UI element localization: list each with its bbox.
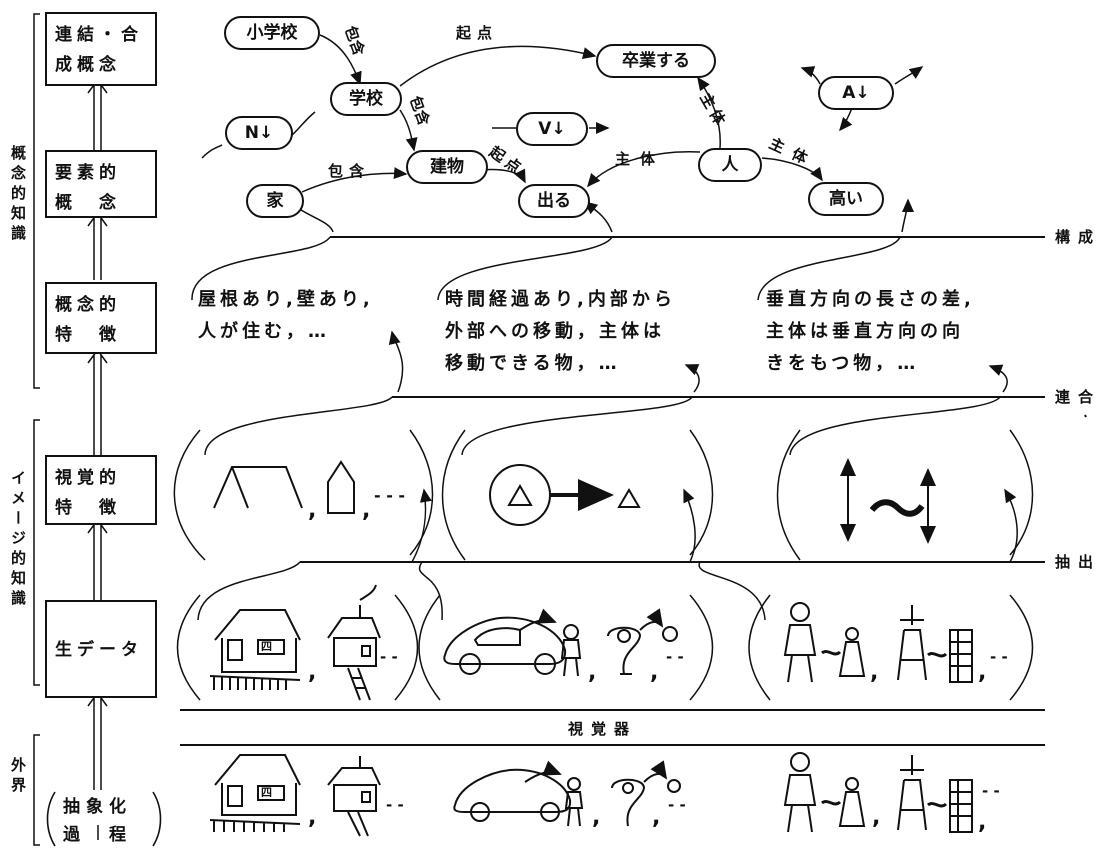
external-comma-5: , xyxy=(978,810,986,835)
sensor-label: 視覚器 xyxy=(568,718,637,739)
axis-external-world: 外界 xyxy=(8,757,29,797)
level-abstraction: 抽象化 過 程 xyxy=(45,790,163,848)
external-trail-2: - - xyxy=(668,796,686,814)
feature-tall-line3: きをもつ物，… xyxy=(766,348,975,380)
feature-exit-line1: 時間経過あり,内部から xyxy=(445,284,676,316)
level-visual-feature: 視覚的 特 徴 xyxy=(45,455,157,525)
level-combined-concept-line2: 成概念 xyxy=(55,50,147,80)
raw-trail-2: - - xyxy=(666,648,684,666)
level-elementary-concept-line1: 要素的 xyxy=(55,158,147,188)
raw-comma-3: , xyxy=(650,660,658,685)
raw-trail-1: - - xyxy=(380,648,398,666)
raw-comma-4: , xyxy=(870,660,878,685)
level-combined-concept-line1: 連結・合 xyxy=(55,20,147,50)
raw-comma-1: , xyxy=(308,660,316,685)
node-elementary-school: 小学校 xyxy=(224,16,320,50)
feature-tall: 垂直方向の長さの差, 主体は垂直方向の向 きをもつ物，… xyxy=(766,284,975,380)
axis-conceptual-knowledge: 概念的知識 xyxy=(8,145,29,245)
visual-dashes: - - - xyxy=(374,486,405,505)
node-graduate: 卒業する xyxy=(596,44,716,78)
external-sketches xyxy=(210,753,972,836)
node-A: A↓ xyxy=(818,76,894,110)
external-window-text: 四 xyxy=(261,784,272,800)
node-school: 学校 xyxy=(330,82,402,116)
label-associate: 連合 xyxy=(1055,386,1101,407)
level-visual-feature-line1: 視覚的 xyxy=(55,463,147,493)
label-extract: 抽出 xyxy=(1055,551,1101,572)
raw-window-text: 四 xyxy=(261,638,272,654)
feature-house-line1: 屋根あり,壁あり, xyxy=(198,284,374,316)
node-building: 建物 xyxy=(406,150,488,184)
bracket-external xyxy=(34,735,40,845)
bracket-conceptual xyxy=(34,14,40,388)
edge-origin-1: 起点 xyxy=(456,22,498,43)
feature-house: 屋根あり,壁あり, 人が住む，… xyxy=(198,284,374,348)
node-V: V↓ xyxy=(516,112,588,146)
axis-image-knowledge: イメージ的知識 xyxy=(8,470,29,610)
level-conceptual-feature: 概念的 特 徴 xyxy=(45,282,157,354)
feature-tall-line1: 垂直方向の長さの差, xyxy=(766,284,975,316)
visual-comma-1: , xyxy=(308,498,316,523)
raw-comma-5: , xyxy=(978,660,986,685)
label-compose: 構成 xyxy=(1055,226,1101,247)
bracket-image xyxy=(34,420,40,685)
level-abstraction-line1: 抽象化 xyxy=(63,792,132,817)
edge-subject-1: 主体 xyxy=(615,148,665,169)
visual-comma-2: , xyxy=(362,498,370,523)
node-exit: 出る xyxy=(518,184,590,218)
visual-shapes xyxy=(214,460,928,542)
node-house: 家 xyxy=(246,184,304,218)
edge-include-3: 包含 xyxy=(328,160,370,181)
flow-loops xyxy=(192,200,1017,620)
external-comma-3: , xyxy=(652,805,660,830)
raw-comma-2: , xyxy=(588,660,596,685)
level-combined-concept: 連結・合 成概念 xyxy=(45,12,157,86)
external-comma-2: , xyxy=(592,805,600,830)
node-person: 人 xyxy=(698,148,762,182)
feature-exit-line3: 移動できる物，… xyxy=(445,348,676,380)
raw-trail-3: - - xyxy=(990,648,1008,666)
external-comma-1: , xyxy=(308,805,316,830)
external-comma-4: , xyxy=(872,805,880,830)
level-elementary-concept-line2: 概 念 xyxy=(55,188,147,218)
stray-mark xyxy=(1085,415,1086,417)
feature-exit: 時間経過あり,内部から 外部への移動，主体は 移動できる物，… xyxy=(445,284,676,380)
node-N: N↓ xyxy=(225,116,293,150)
node-tall: 高い xyxy=(808,182,884,216)
external-trail-3: - - xyxy=(982,782,1000,800)
level-raw-data: 生データ xyxy=(45,600,157,698)
external-trail-1: - - xyxy=(386,796,404,814)
feature-exit-line2: 外部への移動，主体は xyxy=(445,316,676,348)
level-visual-feature-line2: 特 徴 xyxy=(55,493,147,523)
feature-tall-line2: 主体は垂直方向の向 xyxy=(766,316,975,348)
level-conceptual-feature-line2: 特 徴 xyxy=(55,320,147,350)
level-conceptual-feature-line1: 概念的 xyxy=(55,290,147,320)
feature-house-line2: 人が住む，… xyxy=(198,316,374,348)
level-raw-data-line1: 生データ xyxy=(55,608,147,692)
level-abstraction-line2: 過 程 xyxy=(63,820,132,845)
level-elementary-concept: 要素的 概 念 xyxy=(45,150,157,218)
